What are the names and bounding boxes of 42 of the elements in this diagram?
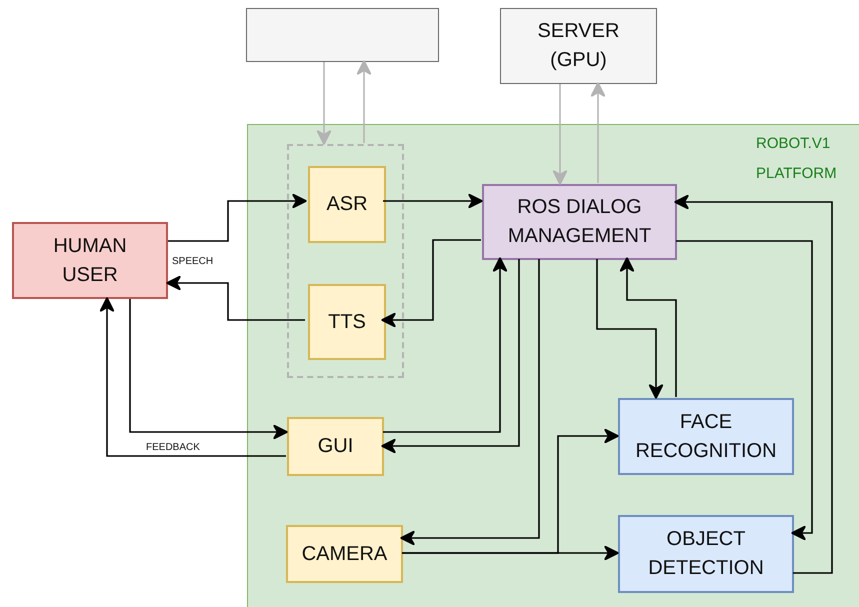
- node-label: HUMAN USER: [52, 234, 128, 288]
- arrow: [380, 239, 481, 328]
- node-label: TTS: [328, 310, 366, 334]
- process-box: [308, 284, 386, 360]
- process-box: [286, 525, 403, 583]
- service-box: [246, 8, 439, 62]
- process-box: [287, 417, 384, 476]
- edge-label: FEEDBACK: [146, 442, 200, 453]
- process-box: [482, 184, 677, 260]
- arrow: [356, 60, 372, 143]
- arrow: [129, 299, 288, 440]
- arrow: [400, 259, 540, 546]
- platform-panel: [247, 124, 859, 607]
- edge-label: SPEECH: [172, 256, 214, 267]
- arrow: [380, 259, 520, 454]
- group-outline: [287, 144, 404, 378]
- node-label: OBJECT DETECTION: [647, 527, 765, 581]
- arrow: [619, 256, 677, 397]
- process-box: [618, 398, 794, 475]
- node-label: CAMERA: [302, 542, 388, 566]
- node-label: FACE RECOGNITION: [634, 410, 778, 464]
- node-label: ASR: [326, 192, 368, 217]
- arrow: [674, 194, 833, 574]
- arrow: [402, 545, 620, 561]
- actor-box: [12, 222, 168, 299]
- panel-heading: ROBOT.V1 PLATFORM: [756, 134, 838, 184]
- node-label: ROS DIALOG MANAGEMENT: [506, 195, 652, 249]
- server-box: [500, 8, 657, 84]
- arrow: [168, 193, 308, 242]
- arrow: [552, 84, 568, 186]
- arrow: [166, 275, 305, 321]
- node-label: GUI: [318, 434, 354, 459]
- arrow: [676, 240, 813, 541]
- arrow: [99, 296, 286, 457]
- process-box: [308, 166, 386, 243]
- arrow: [596, 259, 664, 400]
- arrow: [383, 256, 508, 433]
- node-label: SERVER (GPU): [536, 19, 620, 73]
- process-box: [618, 515, 794, 593]
- arrow: [383, 193, 484, 209]
- arrow: [316, 62, 332, 146]
- arrow: [590, 82, 606, 183]
